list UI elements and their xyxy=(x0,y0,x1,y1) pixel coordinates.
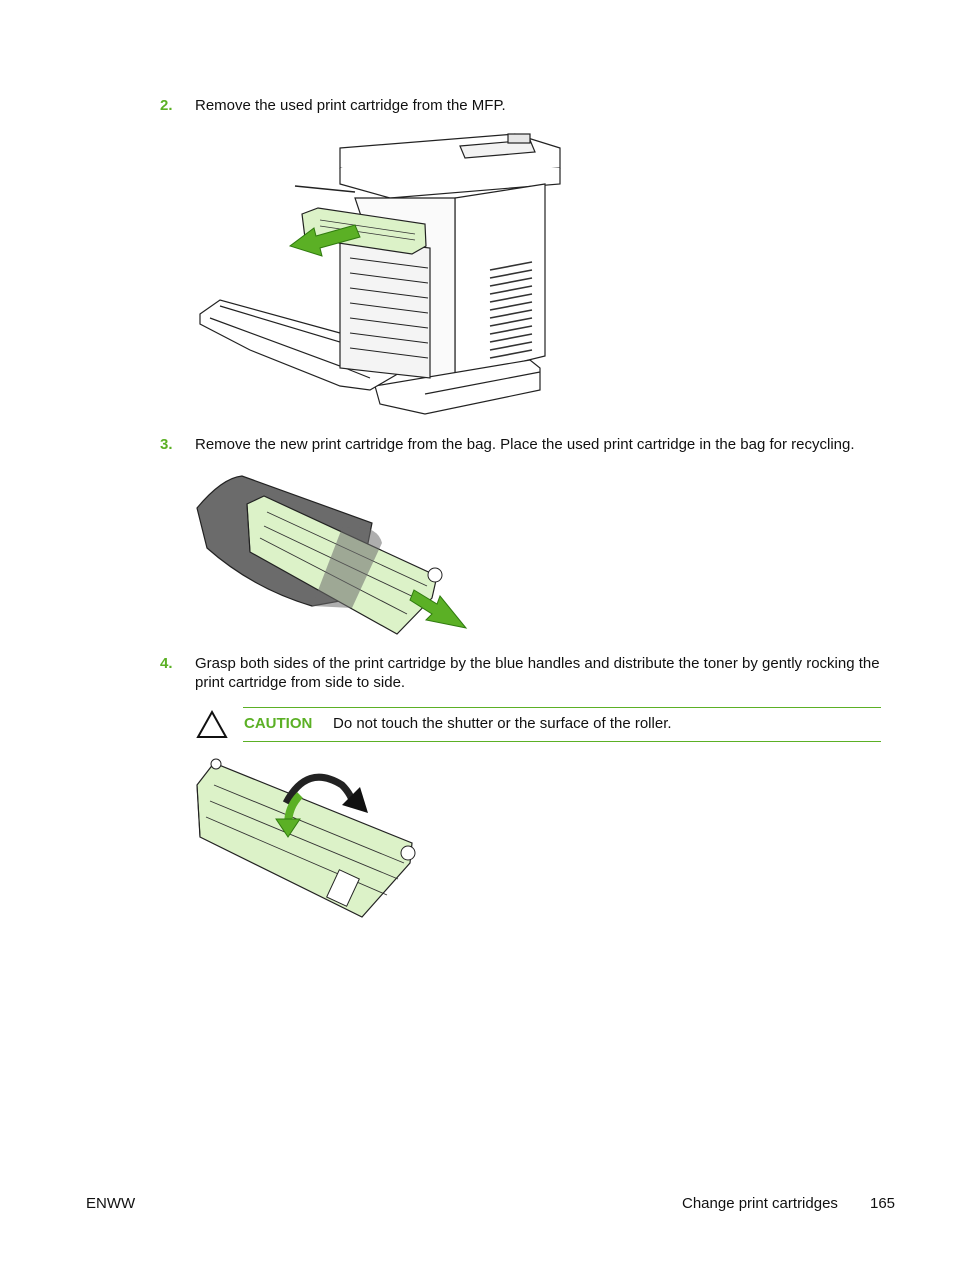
step-text: Remove the new print cartridge from the … xyxy=(195,436,855,453)
footer-left: ENWW xyxy=(86,1195,136,1212)
caution-bottom-rule xyxy=(243,741,881,742)
warning-triangle-icon xyxy=(196,709,228,738)
cartridge-bag-illustration xyxy=(196,475,468,635)
step-text: Remove the used print cartridge from the… xyxy=(195,97,506,114)
cartridge-rocking-illustration xyxy=(196,758,416,918)
caution-text: Do not touch the shutter or the surface … xyxy=(333,715,672,732)
step-number: 2. xyxy=(160,97,173,114)
caution-top-rule xyxy=(243,707,881,708)
caution-note: CAUTION Do not touch the shutter or the … xyxy=(195,706,881,742)
caution-label: CAUTION xyxy=(244,715,313,732)
step-text: Grasp both sides of the print cartridge … xyxy=(195,655,880,691)
green-arrow-icon xyxy=(288,224,361,257)
rotate-arrow-icon xyxy=(275,773,368,838)
step-number: 3. xyxy=(160,436,173,453)
green-arrow-icon xyxy=(409,589,468,629)
step-number: 4. xyxy=(160,655,173,672)
mfp-cartridge-removal-illustration xyxy=(199,133,561,415)
footer-section: Change print cartridges xyxy=(682,1195,838,1212)
page-number: 165 xyxy=(870,1195,896,1212)
